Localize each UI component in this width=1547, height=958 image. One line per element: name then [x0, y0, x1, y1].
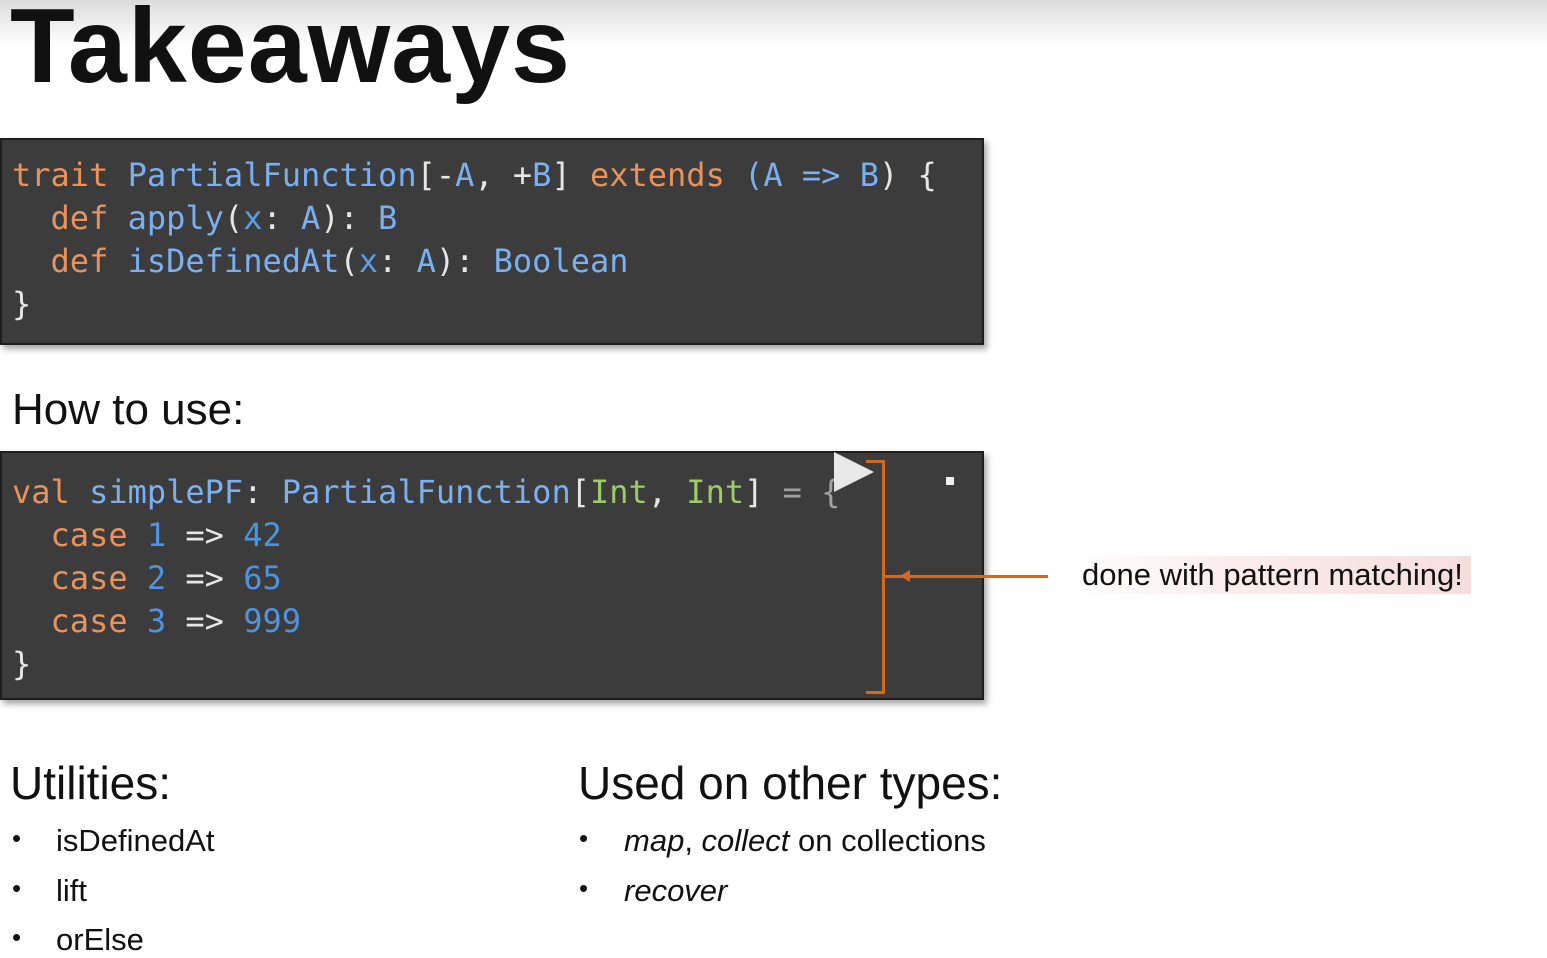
case-number: 1: [146, 516, 167, 554]
play-icon[interactable]: [834, 452, 874, 492]
method-name: apply: [127, 199, 224, 237]
code-punct: ):: [320, 199, 379, 237]
bullet-icon: •: [12, 922, 22, 952]
bullet-icon: •: [579, 823, 589, 853]
bullet-icon: •: [12, 823, 22, 853]
bullet-icon: •: [579, 873, 589, 903]
code-punct: :: [243, 473, 282, 511]
code-punct: , +: [474, 156, 533, 194]
other-type-label: recover: [624, 873, 728, 908]
code-line: trait PartialFunction[-A, +B] extends (A…: [12, 154, 982, 197]
callout-bracket: [866, 460, 885, 694]
code-line: }: [12, 643, 982, 686]
case-value: 999: [243, 602, 301, 640]
indent: [12, 199, 51, 237]
type-arg: Int: [589, 473, 648, 511]
bullet-icon: •: [12, 873, 22, 903]
code-line: case 3 => 999: [12, 600, 982, 643]
method-name: isDefinedAt: [127, 242, 340, 280]
case-number: 3: [146, 602, 167, 640]
keyword: case: [50, 559, 128, 597]
cursor-dot-icon: [946, 477, 954, 485]
code-line: case 1 => 42: [12, 514, 982, 557]
type-name: PartialFunction: [281, 473, 571, 511]
code-line: case 2 => 65: [12, 557, 982, 600]
code-punct: ):: [435, 242, 494, 280]
code-line: def apply(x: A): B: [12, 197, 982, 240]
param-name: x: [358, 242, 379, 280]
how-to-use-heading: How to use:: [12, 385, 245, 434]
code-line: def isDefinedAt(x: A): Boolean: [12, 240, 982, 283]
utility-label: lift: [56, 873, 87, 908]
utility-label: isDefinedAt: [56, 823, 215, 858]
code-punct: :: [378, 242, 417, 280]
callout-arrow-line: [884, 575, 1048, 578]
top-gradient: [0, 0, 1547, 46]
code-punct: ]: [744, 473, 783, 511]
code-punct: (: [223, 199, 244, 237]
return-type: B: [378, 199, 398, 237]
collect-text: collect: [701, 823, 790, 858]
type-param: B: [532, 156, 552, 194]
keyword: extends: [589, 156, 725, 194]
type-param: A: [416, 242, 436, 280]
page-title: Takeaways: [10, 0, 571, 105]
code-punct: [-: [416, 156, 456, 194]
case-value: 65: [243, 559, 282, 597]
return-type: Boolean: [493, 242, 629, 280]
val-name: simplePF: [89, 473, 244, 511]
code-punct: ]: [551, 156, 590, 194]
keyword: def: [50, 242, 109, 280]
type-param: A: [455, 156, 475, 194]
case-value: 42: [243, 516, 282, 554]
param-name: x: [243, 199, 263, 237]
arrow-head-icon: [900, 570, 910, 582]
code-punct: :: [262, 199, 301, 237]
trait-code-block: trait PartialFunction[-A, +B] extends (A…: [0, 138, 984, 345]
collections-text: on collections: [789, 823, 986, 858]
other-types-heading: Used on other types:: [578, 757, 1003, 809]
code-punct: }: [12, 645, 32, 683]
keyword: case: [50, 516, 128, 554]
code-punct: [: [570, 473, 590, 511]
keyword: case: [50, 602, 128, 640]
utilities-heading: Utilities:: [10, 757, 172, 809]
code-punct: ,: [647, 473, 687, 511]
keyword: trait: [12, 156, 109, 194]
code-punct: =: [782, 473, 802, 511]
pattern-matching-callout: done with pattern matching!: [1074, 556, 1471, 594]
indent: [12, 242, 51, 280]
code-punct: }: [12, 285, 32, 323]
code-punct: (: [339, 242, 359, 280]
code-line: }: [12, 283, 982, 326]
type-arg: Int: [686, 473, 745, 511]
code-expr: (A =>: [724, 156, 860, 194]
case-number: 2: [146, 559, 167, 597]
keyword: def: [50, 199, 109, 237]
keyword: val: [12, 473, 70, 511]
type-name: PartialFunction: [127, 156, 417, 194]
usage-code-block: val simplePF: PartialFunction[Int, Int] …: [0, 451, 984, 700]
other-type-label: map, collect on collections: [624, 823, 986, 859]
code-punct: =>: [166, 559, 244, 597]
code-punct: ) {: [878, 156, 937, 194]
code-punct: =>: [166, 516, 244, 554]
utility-label: orElse: [56, 922, 144, 957]
type-param: B: [859, 156, 879, 194]
map-text: map: [624, 823, 685, 858]
type-param: A: [300, 199, 321, 237]
separator-text: ,: [684, 823, 702, 858]
code-line: val simplePF: PartialFunction[Int, Int] …: [12, 471, 982, 514]
code-punct: =>: [166, 602, 244, 640]
